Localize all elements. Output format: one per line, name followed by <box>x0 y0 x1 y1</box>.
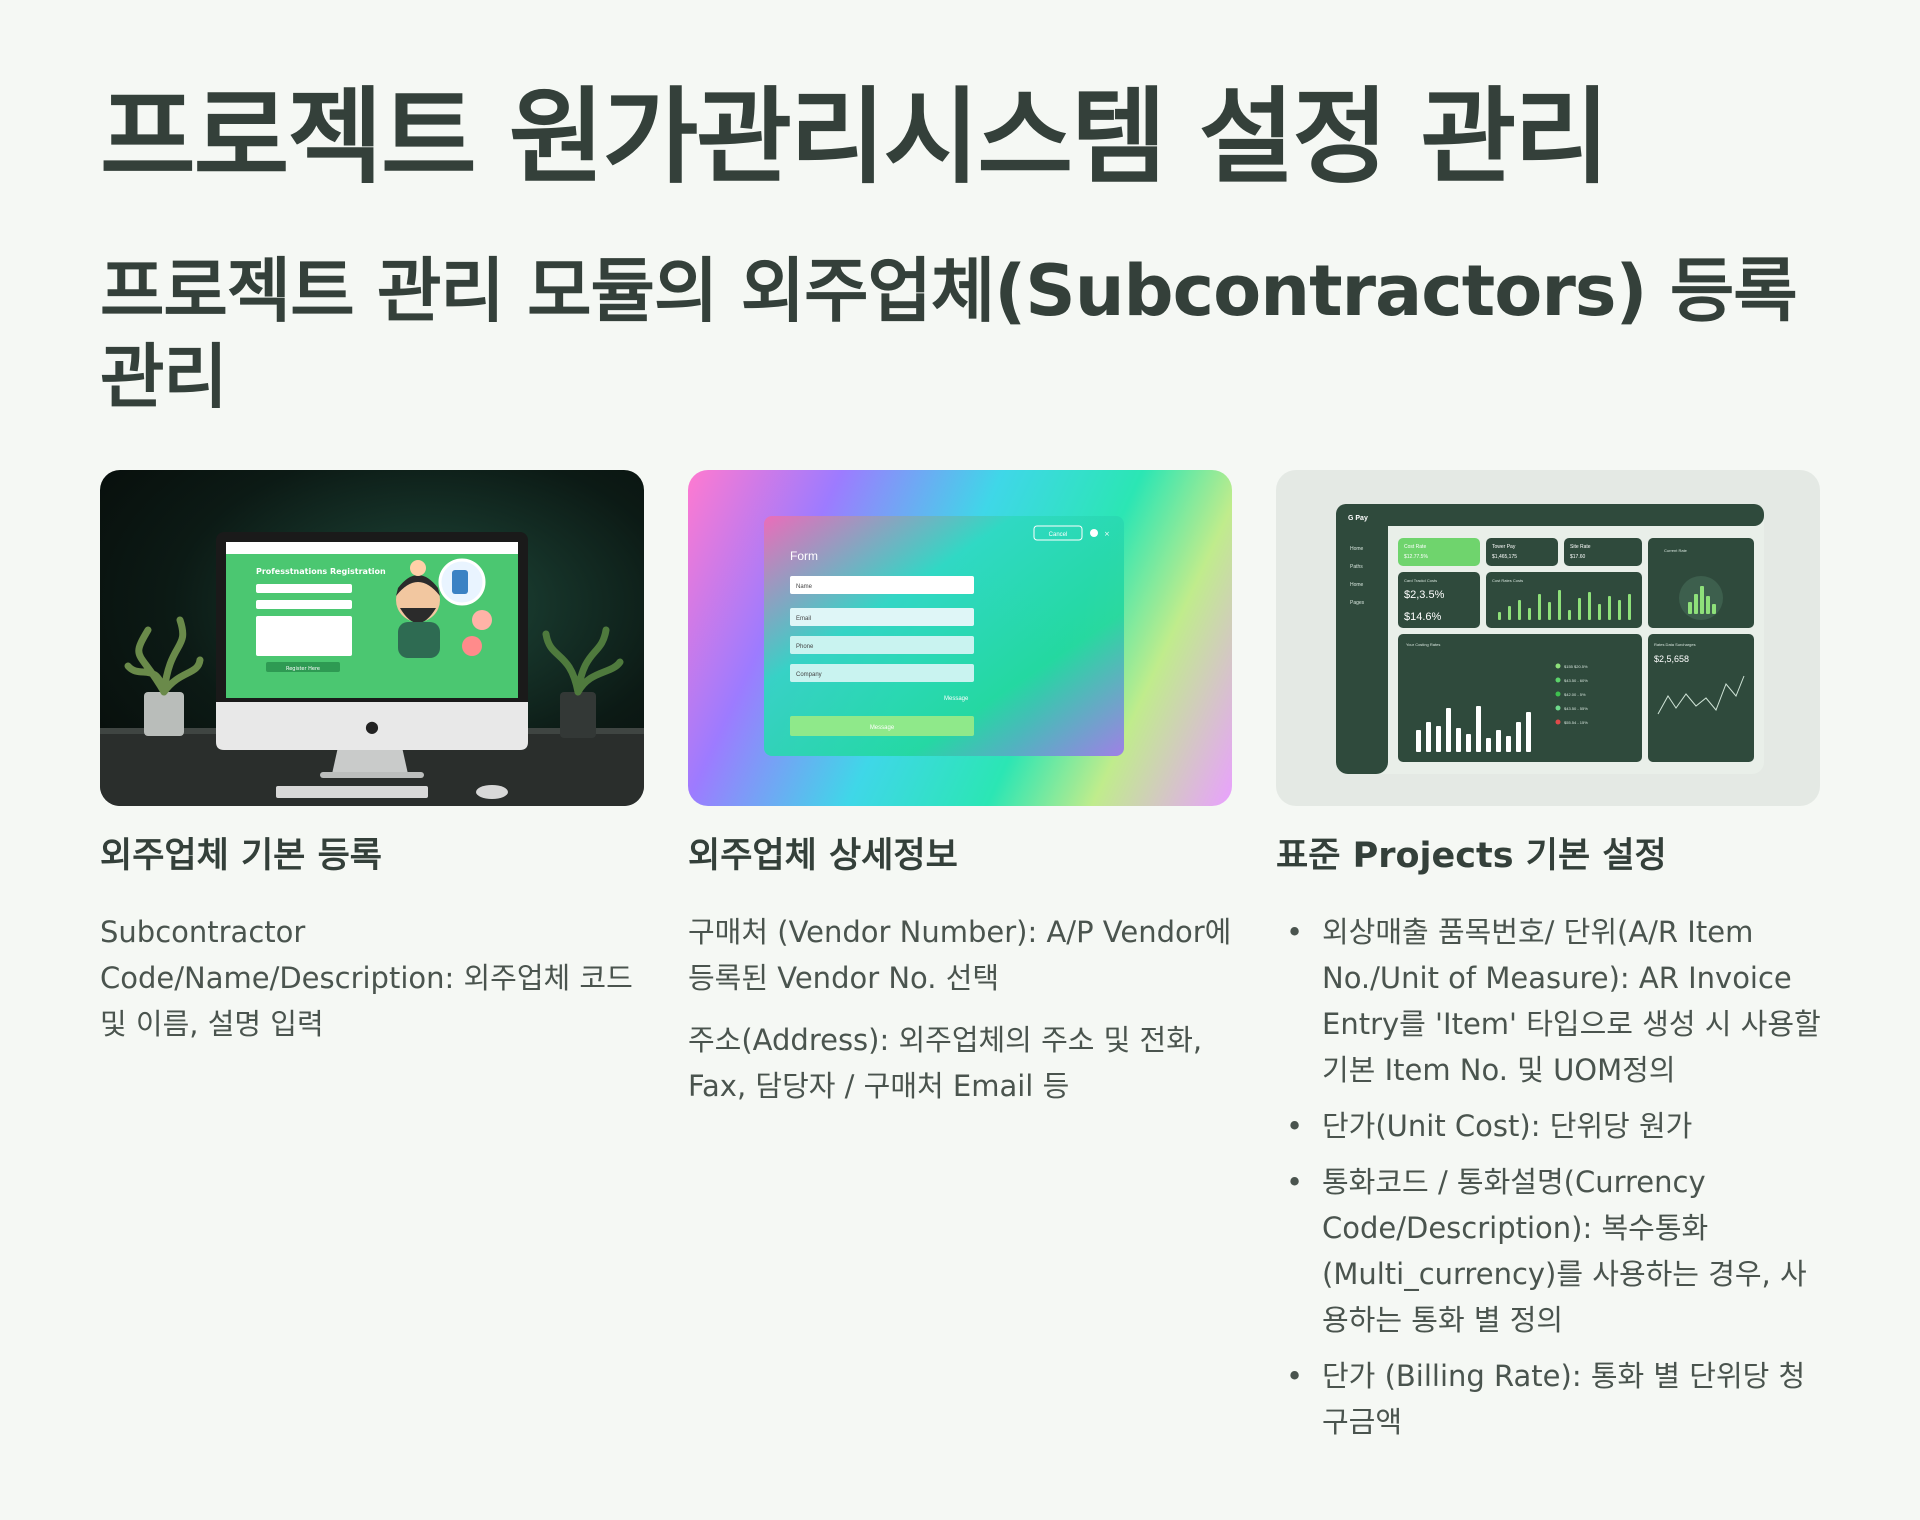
decor-bar <box>1446 708 1451 752</box>
gradient-form-image: Form Cancel × Name Email Phone Company M… <box>688 470 1232 806</box>
decor-bar <box>1496 730 1501 752</box>
dashboard-image: G Pay Home Paths Home Pages Cost Rate $1… <box>1276 470 1820 806</box>
decor-bar <box>1608 596 1611 620</box>
svg-text:Phone: Phone <box>796 644 814 650</box>
list-item: 단가(Unit Cost): 단위당 원가 <box>1276 1103 1828 1149</box>
decor-bar <box>1456 728 1461 752</box>
costing-legend: $155 $20.5% $43.50 - 60% $42.00 - 5% $43.50… <box>1555 663 1588 725</box>
legend-label: $43.50 - 60% <box>1564 678 1588 683</box>
imac-registration-image: ● Professtnations Registration Register … <box>100 470 644 806</box>
svg-text:×: × <box>1104 530 1110 538</box>
current-rate-bars <box>1688 586 1716 614</box>
decor-bar <box>1486 738 1491 752</box>
decor-bar <box>1578 598 1581 620</box>
legend-dot <box>1555 677 1561 683</box>
svg-text:$2,3.5%: $2,3.5% <box>1404 589 1445 601</box>
svg-text:Tower Pay: Tower Pay <box>1492 544 1516 550</box>
list-item: 단가 (Billing Rate): 통화 별 단위당 청구금액 <box>1276 1353 1828 1445</box>
form-message-link: Message <box>944 696 969 702</box>
costing-bars <box>1416 706 1531 752</box>
dash-logo: G Pay <box>1348 515 1368 522</box>
decor-bar <box>1538 594 1541 620</box>
decor-bar <box>1618 600 1621 620</box>
svg-text:Card Trackd Costs: Card Trackd Costs <box>1404 578 1437 583</box>
card-detail-info: 외주업체 상세정보 구매처 (Vendor Number): A/P Vendo… <box>688 835 1248 1125</box>
list-item: 통화코드 / 통화설명(Currency Code/Description): … <box>1276 1159 1828 1343</box>
legend-dot <box>1555 691 1561 697</box>
card-project-settings: 표준 Projects 기본 설정 외상매출 품목번호/ 단위(A/R Item… <box>1276 835 1828 1455</box>
legend-label: $55.54 - 15% <box>1564 720 1588 725</box>
list-item: 외상매출 품목번호/ 단위(A/R Item No./Unit of Measu… <box>1276 909 1828 1093</box>
svg-text:Email: Email <box>796 616 811 622</box>
legend-label: $42.00 - 5% <box>1564 692 1586 697</box>
legend-label: $155 $20.5% <box>1564 664 1588 669</box>
decor-bar <box>1516 722 1521 752</box>
settings-list: 외상매출 품목번호/ 단위(A/R Item No./Unit of Measu… <box>1276 909 1828 1445</box>
decor-bar <box>1518 600 1521 620</box>
form-title: Form <box>790 549 818 563</box>
svg-text:$2,5,658: $2,5,658 <box>1654 654 1689 664</box>
svg-text:Pages: Pages <box>1350 600 1365 606</box>
form-submit: Message <box>870 725 895 731</box>
legend-dot <box>1555 663 1561 669</box>
card-heading: 외주업체 기본 등록 <box>100 836 382 876</box>
decor-bar <box>1688 602 1692 614</box>
decor-bar <box>1548 602 1551 620</box>
decor-bar <box>1628 594 1631 620</box>
decor-bar <box>1508 606 1511 620</box>
plant-right <box>542 626 624 738</box>
decor-bar <box>1506 736 1511 752</box>
svg-text:Cost Rate: Cost Rate <box>1404 544 1426 550</box>
decor-bar <box>1598 604 1601 620</box>
legend-label: $43.50 - 55% <box>1564 706 1588 711</box>
rate-bars <box>1498 590 1631 620</box>
svg-text:Current Rate: Current Rate <box>1664 548 1688 553</box>
screen-register-button: Register Here <box>286 666 320 672</box>
svg-text:$12.77.5%: $12.77.5% <box>1404 554 1428 560</box>
page-title: 프로젝트 원가관리시스템 설정 관리 <box>100 76 1610 198</box>
svg-text:$14.6%: $14.6% <box>1404 611 1442 623</box>
screen-title: Professtnations Registration <box>256 567 386 576</box>
svg-text:Site Rate: Site Rate <box>1570 544 1591 550</box>
decor-bar <box>1700 586 1704 614</box>
svg-text:Name: Name <box>796 584 813 590</box>
svg-text:●: ● <box>365 717 379 736</box>
form-fields: Name Email Phone Company <box>790 576 974 682</box>
card-heading: 표준 Projects 기본 설정 <box>1276 836 1667 876</box>
decor-bar <box>1706 596 1710 614</box>
svg-text:Rates Data Surcharges: Rates Data Surcharges <box>1654 642 1696 647</box>
svg-text:$1,465,175: $1,465,175 <box>1492 554 1517 560</box>
card-basic-registration: 외주업체 기본 등록 Subcontractor Code/Name/Descr… <box>100 835 660 1063</box>
decor-bar <box>1528 608 1531 620</box>
decor-bar <box>1498 612 1501 620</box>
decor-bar <box>1476 706 1481 752</box>
svg-text:Your Costing Rates: Your Costing Rates <box>1406 642 1440 647</box>
decor-bar <box>1436 726 1441 752</box>
svg-text:Cost Rates Costs: Cost Rates Costs <box>1492 578 1523 583</box>
card-paragraph: 주소(Address): 외주업체의 주소 및 전화, Fax, 담당자 / 구… <box>688 1023 1203 1103</box>
decor-bar <box>1712 604 1716 614</box>
legend-dot <box>1555 705 1561 711</box>
card-heading: 외주업체 상세정보 <box>688 836 958 876</box>
svg-text:$17.60: $17.60 <box>1570 554 1586 560</box>
svg-text:Paths: Paths <box>1350 564 1363 570</box>
plant-left <box>124 616 204 736</box>
card-paragraph: 구매처 (Vendor Number): A/P Vendor에 등록된 Ven… <box>688 915 1232 995</box>
decor-bar <box>1416 730 1421 752</box>
form-cancel: Cancel <box>1049 532 1068 538</box>
decor-bar <box>1526 712 1531 752</box>
dash-nav: Home Paths Home Pages <box>1350 546 1365 606</box>
decor-bar <box>1466 734 1471 752</box>
svg-text:Company: Company <box>796 672 822 678</box>
svg-text:Home: Home <box>1350 582 1364 588</box>
card-paragraph: Subcontractor Code/Name/Description: 외주업… <box>100 915 633 1041</box>
page-subtitle: 프로젝트 관리 모듈의 외주업체(Subcontractors) 등록 관리 <box>100 250 1798 419</box>
decor-bar <box>1568 610 1571 620</box>
legend-dot <box>1555 719 1561 725</box>
svg-text:Home: Home <box>1350 546 1364 552</box>
decor-bar <box>1426 722 1431 752</box>
decor-bar <box>1588 592 1591 620</box>
decor-bar <box>1558 590 1561 620</box>
decor-bar <box>1694 594 1698 614</box>
